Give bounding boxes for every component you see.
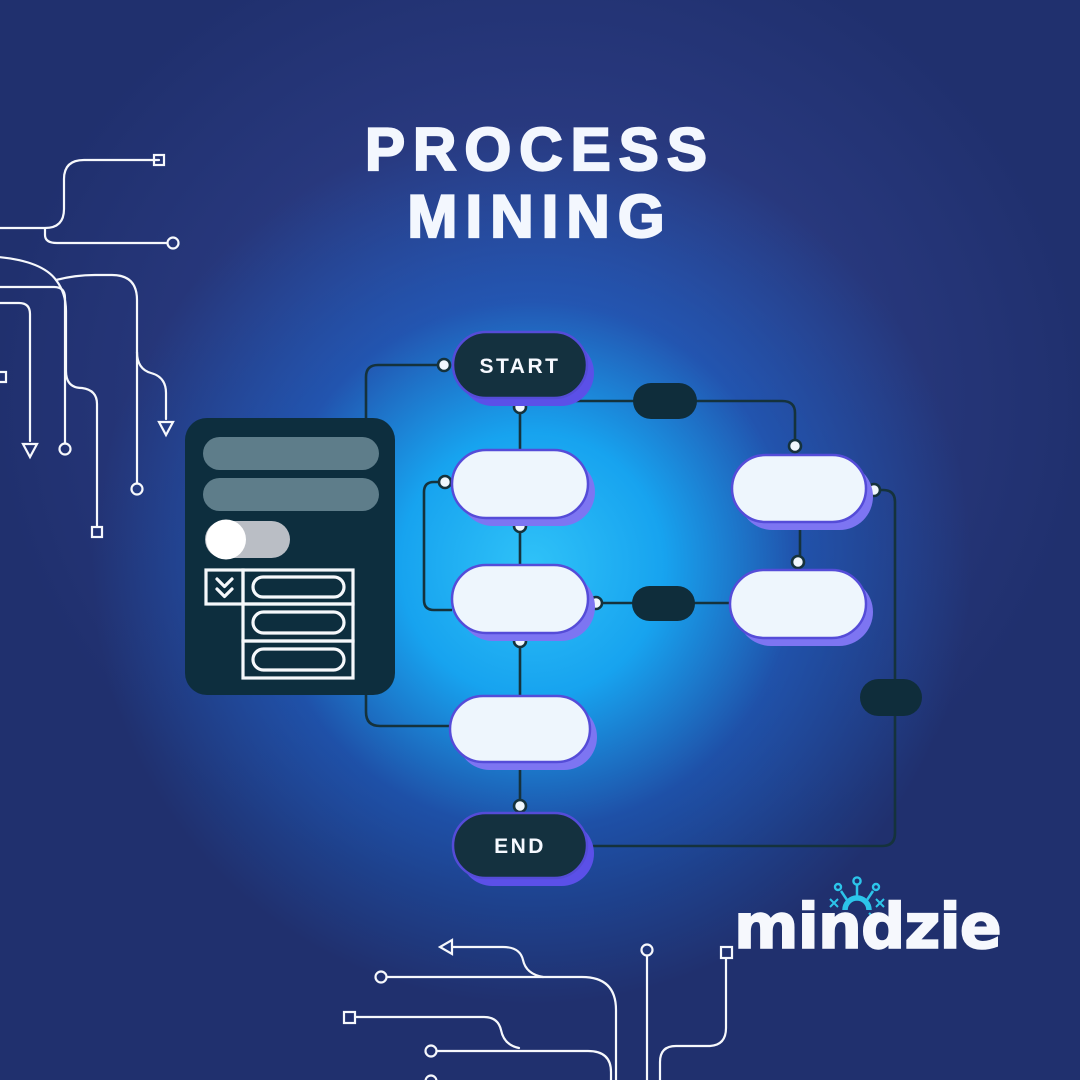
list-pill-3 [251, 647, 346, 672]
circle-endpoint-icon [424, 1074, 438, 1080]
title-line-1: PROCESS [364, 115, 716, 184]
start-node-label: START [480, 355, 561, 378]
dropdown-list-widget [204, 568, 355, 680]
arrow-endpoint-icon [157, 420, 175, 438]
square-endpoint-icon [719, 945, 734, 960]
connector-pill-1 [633, 383, 697, 419]
toggle-knob [206, 519, 246, 560]
start-node: START [451, 330, 594, 406]
square-endpoint-icon [152, 153, 166, 167]
dark-connector-pills [632, 383, 922, 716]
circle-endpoint-icon [166, 236, 180, 250]
card-bar-2 [203, 478, 379, 511]
circuit-traces-bottom [342, 938, 734, 1080]
card-bar-1 [203, 437, 379, 470]
chevron-double-down-icon [215, 577, 234, 599]
connector-pill-2 [632, 586, 695, 621]
arrow-endpoint-icon [437, 938, 454, 956]
circle-endpoint-icon [130, 482, 144, 496]
circle-endpoint-icon [640, 943, 654, 957]
end-node: END [451, 811, 594, 886]
circle-endpoint-icon [374, 970, 388, 984]
list-pill-2 [251, 610, 346, 635]
task-pill-1 [450, 448, 595, 526]
list-pill-1 [251, 575, 346, 599]
end-node-label: END [494, 835, 546, 858]
task-pill-4 [730, 453, 873, 530]
arrow-endpoint-icon [21, 442, 39, 460]
task-pill-2 [450, 563, 595, 641]
square-endpoint-icon [90, 525, 104, 539]
task-pill-3 [448, 694, 597, 770]
dashboard-card [185, 418, 395, 695]
title-line-2: MINING [406, 182, 673, 251]
connector-pill-3 [860, 679, 922, 716]
square-endpoint-icon [342, 1010, 357, 1025]
task-pill-5 [728, 568, 873, 646]
circle-endpoint-icon [424, 1044, 438, 1058]
neuron-icon [829, 876, 885, 919]
brand-logo: mindzie [733, 890, 1002, 963]
circuit-traces-top-left [0, 153, 180, 539]
square-endpoint-icon [0, 370, 8, 384]
circle-endpoint-icon [58, 442, 72, 456]
page-title: PROCESS MINING [0, 115, 1080, 251]
toggle-switch [205, 519, 290, 560]
